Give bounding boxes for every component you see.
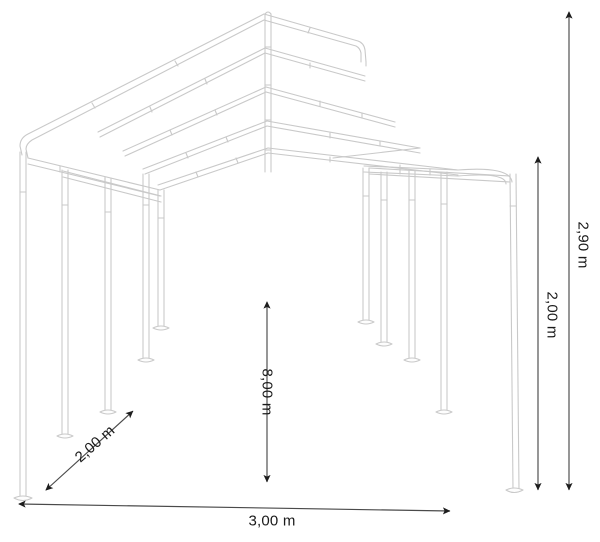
roof-truss-4 bbox=[97, 47, 366, 138]
roof-truss-2 bbox=[142, 120, 421, 175]
eave-beam-right-long bbox=[368, 167, 511, 183]
tent-frame-group bbox=[13, 11, 524, 502]
dimension-arrow-width bbox=[18, 500, 451, 515]
dimension-label-ridge-height: 2,90 m bbox=[574, 221, 592, 269]
dimension-label-tent-length: 8,00 m bbox=[258, 368, 276, 416]
leg-right-1 bbox=[357, 167, 375, 325]
eave-beam-right bbox=[363, 61, 459, 177]
dimension-label-eave-height: 2,00 m bbox=[543, 291, 561, 339]
eave-beam-right-2 bbox=[332, 147, 421, 159]
leg-right-2 bbox=[375, 171, 393, 347]
roof-truss-3 bbox=[122, 86, 396, 157]
leg-right-5 bbox=[505, 173, 524, 494]
roof-truss-5 bbox=[19, 13, 367, 159]
dimension-arrow-depth bbox=[45, 410, 134, 491]
leg-left-4 bbox=[137, 173, 155, 363]
leg-right-4 bbox=[435, 171, 453, 415]
leg-left-1 bbox=[13, 151, 33, 502]
dimension-lines-group bbox=[18, 11, 573, 515]
eave-beam-left-2 bbox=[62, 170, 162, 203]
leg-left-3 bbox=[99, 177, 117, 415]
roof-truss-1 bbox=[157, 147, 459, 191]
dimension-label-tent-width: 3,00 m bbox=[248, 512, 296, 530]
leg-right-3 bbox=[403, 169, 421, 363]
leg-left-2 bbox=[56, 169, 74, 439]
leg-left-5 bbox=[152, 189, 170, 331]
